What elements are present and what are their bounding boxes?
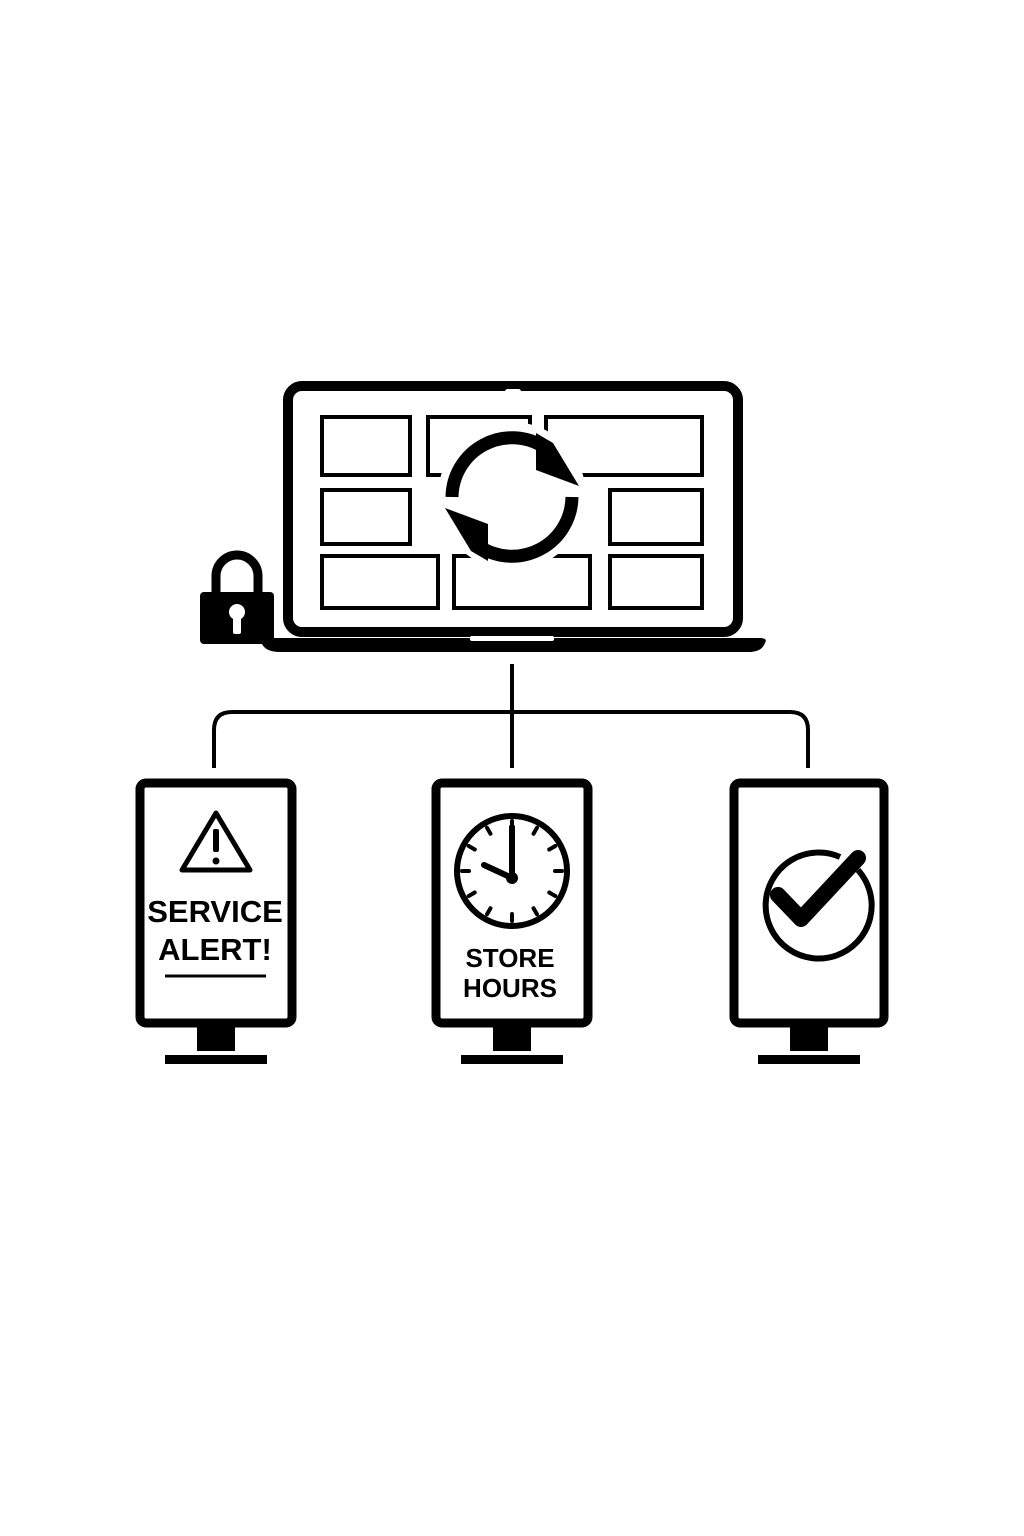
checkmark-circle-icon	[762, 849, 875, 962]
clock-icon	[454, 813, 570, 929]
clock-tick	[466, 844, 477, 852]
padlock-icon	[200, 550, 274, 644]
clock-tick	[485, 906, 493, 917]
clock-tick	[466, 890, 477, 898]
laptop-camera	[505, 389, 521, 394]
display-foot	[461, 1055, 563, 1064]
clock-tick	[547, 844, 558, 852]
display-2-line-1: STORE	[465, 943, 554, 973]
screen-tile	[320, 554, 440, 610]
screen-tile	[320, 415, 412, 477]
display-frame	[135, 778, 297, 1028]
screen-tile	[320, 488, 412, 546]
display-frame	[431, 778, 593, 1028]
clock-tick	[531, 825, 539, 836]
warning-triangle-icon	[179, 810, 253, 873]
laptop-lid	[283, 381, 743, 637]
display-foot	[758, 1055, 860, 1064]
display-frame	[729, 778, 889, 1028]
connector-lines	[212, 664, 810, 768]
clock-tick	[531, 906, 539, 917]
sync-icon	[438, 422, 586, 570]
display-neck	[197, 1027, 235, 1051]
display-neck	[790, 1027, 828, 1051]
display-confirmation	[729, 778, 889, 1064]
screen-tile	[608, 554, 704, 610]
display-service-alert: SERVICE ALERT!	[135, 778, 297, 1064]
laptop-trackpad-notch	[470, 636, 554, 641]
clock-tick	[547, 890, 558, 898]
display-1-line-2: ALERT!	[158, 932, 272, 967]
branch-line	[212, 710, 810, 768]
laptop	[262, 381, 766, 652]
screen-tile	[608, 488, 704, 546]
display-1-line-1: SERVICE	[147, 894, 283, 929]
laptop-base	[262, 638, 766, 652]
display-neck	[493, 1027, 531, 1051]
display-2-line-2: HOURS	[463, 973, 557, 1003]
clock-tick	[485, 825, 493, 836]
display-foot	[165, 1055, 267, 1064]
display-store-hours: STORE HOURS	[431, 778, 593, 1064]
